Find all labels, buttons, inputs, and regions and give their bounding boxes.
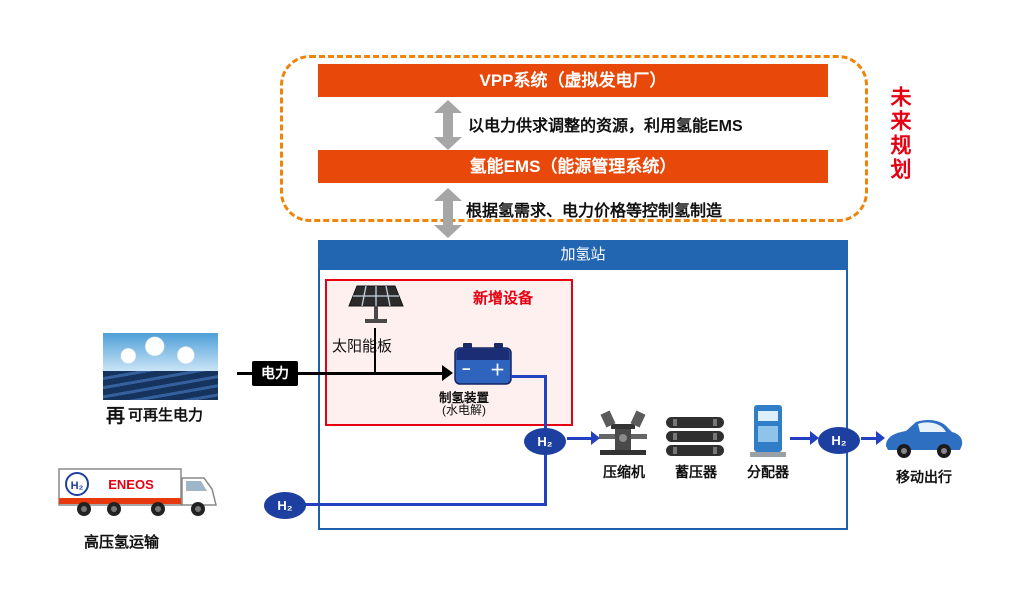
h2-badge-truck: H₂ (264, 492, 306, 519)
truck-icon: H₂ ENEOS (58, 468, 217, 516)
vpp-bar: VPP系统（虚拟发电厂） (318, 64, 828, 97)
h2-line-electrolyzer (511, 375, 547, 378)
electrolyzer-sub: (水电解) (442, 403, 486, 417)
h2-badge-station: H₂ (524, 428, 566, 455)
solar-panel-icon (348, 285, 404, 323)
truck-brand-text: ENEOS (108, 477, 154, 492)
vpp-ems-note: 以电力供求调整的资源，利用氢能EMS (468, 118, 743, 135)
battery-plus: ＋ (490, 362, 506, 379)
accumulator-label: 蓄压器 (675, 464, 717, 480)
solar-farm-photo (103, 333, 218, 400)
ems-bar: 氢能EMS（能源管理系统） (318, 150, 828, 183)
photo-solar-field (103, 371, 218, 400)
power-line (237, 372, 442, 375)
future-plan-box (280, 55, 868, 222)
vpp-ems-arrow-icon (434, 100, 462, 150)
station-header: 加氢站 (318, 240, 848, 270)
compressor-label: 压缩机 (603, 464, 645, 480)
h2-line-to-compressor (567, 437, 591, 440)
future-plan-label: 未来规划 (888, 86, 911, 182)
renewable-label: 可再生电力 (128, 407, 204, 424)
h2-line-to-car (861, 437, 876, 440)
h2-line-to-exit (790, 437, 810, 440)
battery-minus: − (462, 361, 471, 378)
truck-logo-h2: H₂ (71, 480, 84, 492)
ems-note: 根据氢需求、电力价格等控制氢制造 (466, 203, 723, 220)
solar-drop-line (374, 328, 376, 373)
compressor-icon (599, 410, 647, 455)
new-equipment-label: 新增设备 (472, 290, 533, 307)
photo-sky (103, 333, 218, 371)
car-icon (886, 420, 963, 458)
h2-line-truck (302, 503, 547, 506)
renewable-mark: 再 (106, 406, 126, 427)
electrolyzer-name: 制氢装置 (438, 391, 489, 405)
electrolyzer-icon: − ＋ (453, 342, 513, 386)
h2-badge-exit: H₂ (818, 427, 860, 454)
arrowhead-compressor-icon (591, 431, 600, 445)
accumulator-icon (666, 417, 724, 456)
power-label: 电力 (252, 361, 298, 386)
ems-station-arrow-icon (434, 188, 462, 238)
truck-caption: 高压氢运输 (84, 534, 160, 551)
dispenser-label: 分配器 (747, 464, 789, 480)
dispenser-icon (750, 405, 786, 457)
solar-panel-label: 太阳能板 (332, 338, 393, 355)
mobility-label: 移动出行 (896, 469, 952, 485)
arrowhead-exit-icon (810, 431, 819, 445)
arrowhead-car-icon (876, 431, 885, 445)
power-arrowhead-icon (442, 365, 453, 381)
